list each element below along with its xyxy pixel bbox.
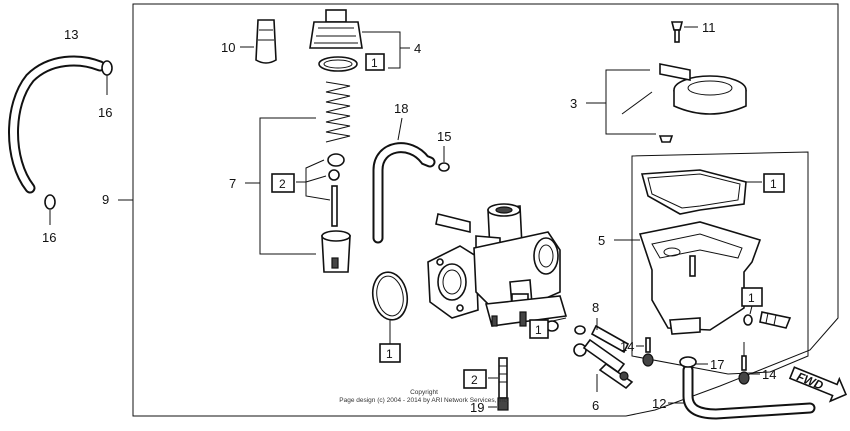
fuel-hose-13[interactable] [8, 55, 106, 194]
boxed-callout-1-washer[interactable]: 1 [741, 287, 763, 307]
callout-10[interactable]: 10 [221, 40, 235, 55]
callout-16-bottom[interactable]: 16 [42, 230, 56, 245]
boxed-callout-1-lower[interactable]: 1 [379, 343, 401, 363]
screw-14-left[interactable] [642, 337, 654, 367]
callout-9[interactable]: 9 [102, 192, 109, 207]
boxed-callout-1-gasket[interactable]: 1 [763, 173, 785, 193]
callout-18[interactable]: 18 [394, 101, 408, 116]
svg-text:1: 1 [748, 291, 755, 305]
bracket-3 [605, 69, 656, 135]
svg-text:2: 2 [471, 373, 478, 387]
float-pin-3[interactable] [621, 91, 653, 115]
leader-2-a [296, 159, 325, 183]
boxed-callout-2-mid[interactable]: 2 [271, 173, 295, 193]
leader-1-washer [749, 305, 753, 315]
hose-clip-16-top[interactable] [101, 60, 113, 95]
svg-text:1: 1 [535, 323, 542, 337]
callout-6[interactable]: 6 [592, 398, 599, 413]
svg-text:1: 1 [386, 347, 393, 361]
callout-14-left[interactable]: 14 [620, 339, 634, 354]
svg-text:2: 2 [279, 177, 286, 191]
washer-1[interactable] [743, 314, 753, 326]
forward-direction-arrow: FWD [788, 366, 848, 403]
callout-14-right[interactable]: 14 [762, 367, 776, 382]
leader-18 [397, 117, 403, 141]
svg-text:1: 1 [770, 177, 777, 191]
boxed-callout-1-jet[interactable]: 1 [529, 319, 549, 339]
fwd-label: FWD [795, 369, 826, 392]
spring-7[interactable] [325, 81, 351, 143]
gasket-1[interactable] [640, 169, 747, 215]
hose-clip-17[interactable] [679, 356, 697, 368]
callout-8[interactable]: 8 [592, 300, 599, 315]
callout-4[interactable]: 4 [414, 41, 421, 56]
callout-15[interactable]: 15 [437, 129, 451, 144]
callout-3[interactable]: 3 [570, 96, 577, 111]
callout-13[interactable]: 13 [64, 27, 78, 42]
vent-tube-18[interactable] [372, 142, 436, 244]
callout-5[interactable]: 5 [598, 233, 605, 248]
hose-clip-16-bottom[interactable] [44, 194, 56, 225]
screw-11[interactable] [670, 21, 684, 43]
carburetor-top-4[interactable] [309, 9, 363, 49]
clip-15[interactable] [438, 162, 450, 172]
callout-16-top[interactable]: 16 [98, 105, 112, 120]
o-ring-1-top[interactable] [318, 56, 358, 72]
svg-text:1: 1 [371, 56, 378, 70]
boxed-callout-2-lower[interactable]: 2 [463, 369, 487, 389]
screw-19[interactable] [497, 357, 509, 411]
callout-7[interactable]: 7 [229, 176, 236, 191]
rubber-cap-10[interactable] [255, 19, 277, 64]
float-chamber-5[interactable] [638, 221, 762, 335]
throttle-valve-7[interactable] [321, 230, 351, 273]
float-chamber-group-box [631, 151, 809, 375]
o-ring-1-lower[interactable] [369, 269, 411, 322]
leader-2-b [305, 182, 331, 201]
leader-2-c [305, 175, 327, 183]
callout-19[interactable]: 19 [470, 400, 484, 415]
copyright-notice: Page design (c) 2004 - 2014 by ARI Netwo… [339, 397, 509, 404]
bracket-7 [259, 117, 316, 255]
carburetor-body[interactable] [427, 203, 568, 327]
callout-12[interactable]: 12 [652, 396, 666, 411]
drain-screw[interactable] [759, 311, 792, 329]
float-valve-3[interactable] [658, 135, 674, 143]
jet-needle-7[interactable] [331, 185, 338, 227]
needle-retainer-2[interactable] [327, 153, 345, 181]
callout-17[interactable]: 17 [710, 357, 724, 372]
screw-14-right[interactable] [738, 355, 750, 385]
copyright-title: Copyright [410, 389, 438, 396]
leader-4 [362, 31, 401, 69]
float-3[interactable] [659, 63, 747, 115]
assembly-boundary [132, 3, 839, 417]
jet-set-6-8[interactable] [545, 320, 634, 390]
boxed-callout-1-top[interactable]: 1 [365, 53, 385, 71]
callout-11[interactable]: 11 [702, 20, 716, 35]
drain-hose-12[interactable] [682, 364, 816, 420]
